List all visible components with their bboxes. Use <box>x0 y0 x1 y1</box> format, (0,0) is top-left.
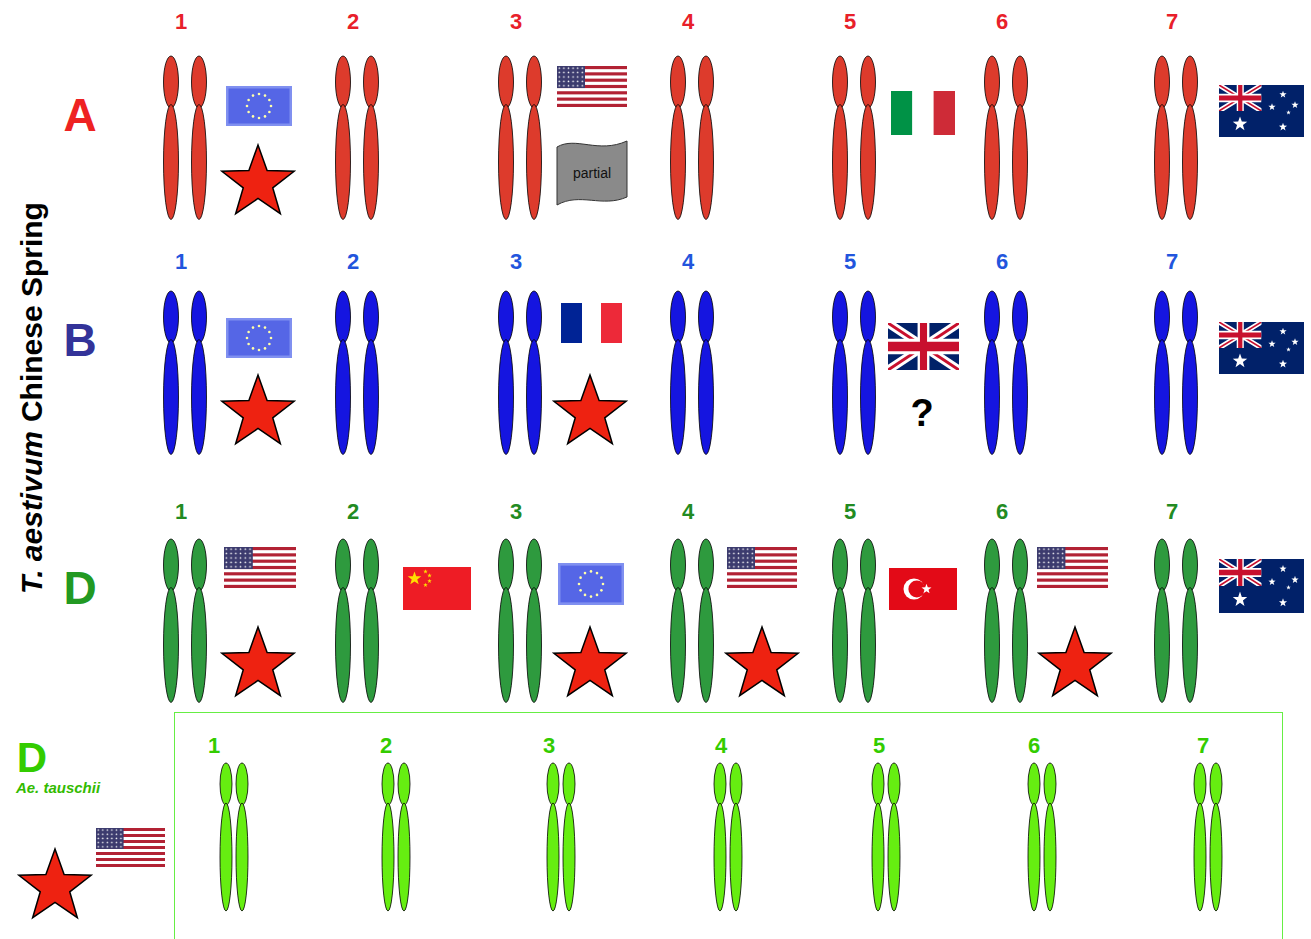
chromosome-number: 7 <box>1197 735 1209 757</box>
flag-outline <box>557 141 627 205</box>
chromosome-number: 3 <box>510 11 522 33</box>
chromosome-pair <box>164 291 207 455</box>
vertical-title: T. aestivum Chinese Spring <box>17 202 47 594</box>
us-flag <box>557 66 627 107</box>
turkey-flag <box>889 568 957 610</box>
chromosome-number: 1 <box>175 501 187 523</box>
chromosome-pair <box>872 763 900 911</box>
chromosome-number: 5 <box>844 501 856 523</box>
species-box: 1 2 3 4 5 6 7 <box>174 712 1283 939</box>
row-letter: A <box>63 92 96 138</box>
chromosomes-a <box>164 56 1198 220</box>
us-flag <box>727 547 797 588</box>
chromosome-number: 5 <box>844 251 856 273</box>
chromosome-number: 6 <box>996 251 1008 273</box>
question-mark: ? <box>910 394 933 432</box>
red-star <box>222 145 294 214</box>
cultivar-name: Chinese Spring <box>15 202 48 422</box>
chromosome-pair <box>1194 763 1222 911</box>
chromosome-pair <box>1155 56 1198 220</box>
chromosome-number: 7 <box>1166 11 1178 33</box>
eu-flag <box>226 318 292 358</box>
chromosome-pair <box>985 539 1028 703</box>
species-name: T. aestivum <box>15 431 48 594</box>
eu-flag <box>558 563 624 605</box>
chromosome-number: 4 <box>715 735 727 757</box>
chromosome-pair <box>833 539 876 703</box>
chromosome-pair <box>985 291 1028 455</box>
chromosome-number: 6 <box>996 11 1008 33</box>
row-letter: D <box>63 565 96 611</box>
chromosome-pair <box>833 56 876 220</box>
flag-text: partial <box>573 166 611 180</box>
red-star <box>1039 627 1111 696</box>
red-star <box>554 375 626 444</box>
chromosome-pair <box>714 763 742 911</box>
chromosome-number: 3 <box>510 251 522 273</box>
chromosome-number: 2 <box>347 11 359 33</box>
chromosome-pair <box>671 56 714 220</box>
partial-flag: partial <box>556 138 628 208</box>
australia-flag <box>1219 322 1304 374</box>
chromosome-pair <box>985 56 1028 220</box>
red-star <box>19 849 91 918</box>
chromosome-pair <box>382 763 410 911</box>
chromosome-pair <box>220 763 248 911</box>
chromosome-pair <box>671 539 714 703</box>
china-flag <box>403 567 471 610</box>
chromosome-pair <box>1155 291 1198 455</box>
chromosome-number: 1 <box>175 251 187 273</box>
chromosome-pair <box>833 291 876 455</box>
chromosome-number: 6 <box>996 501 1008 523</box>
chromosome-number: 6 <box>1028 735 1040 757</box>
chromosome-number: 2 <box>347 251 359 273</box>
chromosome-number: 3 <box>510 501 522 523</box>
chromosome-pair <box>336 539 379 703</box>
us-flag <box>224 547 296 588</box>
chromosome-pair <box>499 291 542 455</box>
chromosome-number: 1 <box>175 11 187 33</box>
chromosome-number: 5 <box>873 735 885 757</box>
chromosome-number: 1 <box>208 735 220 757</box>
chromosome-number: 3 <box>543 735 555 757</box>
chromosome-pair <box>1155 539 1198 703</box>
italy-flag <box>891 91 955 135</box>
chromosome-number: 7 <box>1166 251 1178 273</box>
chromosomes-ae <box>220 763 1222 911</box>
chromosomes-b <box>164 291 1198 455</box>
chromosome-pair <box>336 291 379 455</box>
chromosome-number: 2 <box>347 501 359 523</box>
row-letter: D <box>17 737 47 779</box>
us-flag <box>1037 547 1108 588</box>
france-flag <box>561 303 622 343</box>
chromosome-pair <box>1028 763 1056 911</box>
chromosome-number: 2 <box>380 735 392 757</box>
chromosome-number: 4 <box>682 501 694 523</box>
chromosome-number: 4 <box>682 251 694 273</box>
chromosome-pair <box>336 56 379 220</box>
red-star <box>222 375 294 444</box>
chromosome-pair <box>547 763 575 911</box>
chromosomes-d <box>164 539 1198 703</box>
chromosome-pair <box>499 56 542 220</box>
chromosome-number: 7 <box>1166 501 1178 523</box>
chromosome-number: 5 <box>844 11 856 33</box>
chromosome-pair <box>164 56 207 220</box>
chromosome-pair <box>499 539 542 703</box>
red-star <box>222 627 294 696</box>
us-flag <box>96 828 165 867</box>
uk-flag <box>888 323 959 370</box>
red-star <box>554 627 626 696</box>
chromosome-pair <box>671 291 714 455</box>
row-letter: B <box>63 317 96 363</box>
australia-flag <box>1219 85 1304 137</box>
species-name: Ae. tauschii <box>16 780 100 795</box>
eu-flag <box>226 86 292 126</box>
chromosome-pair <box>164 539 207 703</box>
chromosome-number: 4 <box>682 11 694 33</box>
australia-flag <box>1219 559 1304 613</box>
red-star <box>726 627 798 696</box>
